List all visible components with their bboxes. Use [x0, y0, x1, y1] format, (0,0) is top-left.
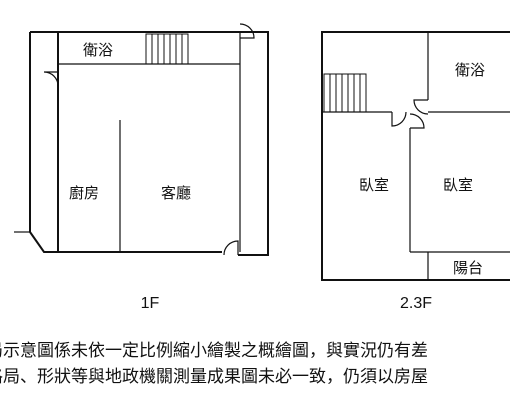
- floor-1-door-top: [239, 23, 255, 39]
- floor-23-plan: 衛浴 臥室 臥室 陽台 2.3F: [321, 31, 510, 312]
- floor-1-door-left: [43, 71, 59, 87]
- floor-1-outer-wall: [30, 31, 269, 256]
- floor-1-stairs: [145, 33, 189, 65]
- floor-1-living-room-label: 客廳: [161, 184, 191, 202]
- floor-1-kitchen-label: 廚房: [69, 184, 99, 202]
- floor-23-bedroom-left-label: 臥室: [359, 176, 389, 194]
- floor-23-bedroom-right-label: 臥室: [443, 176, 473, 194]
- disclaimer-line-1: 局示意圖係未依一定比例縮小繪製之概繪圖，與實況仍有差: [0, 341, 428, 361]
- floor-23-door-stair: [391, 111, 407, 127]
- floor-1-door-bottom: [223, 240, 239, 256]
- floor-23-title: 2.3F: [400, 295, 432, 312]
- floor-23-door-bathroom: [413, 99, 429, 115]
- floor-1-title: 1F: [141, 295, 160, 312]
- floor-23-door-bedroom: [409, 113, 425, 129]
- disclaimer-line-2: 格局、形狀等與地政機關測量成果圖未必一致，仍須以房屋: [0, 367, 428, 387]
- floor-1-left-wall: [29, 32, 59, 253]
- floor-1-bathroom-label: 衛浴: [83, 41, 113, 59]
- floor-plan-drawing: 衛浴 廚房 客廳 1F 衛浴 臥室 臥室 陽台: [14, 23, 510, 312]
- floor-23-outer-wall: [321, 31, 510, 281]
- floor-23-bathroom-label: 衛浴: [455, 61, 485, 79]
- floor-23-stairs: [323, 73, 367, 113]
- floor-1-plan: 衛浴 廚房 客廳 1F: [14, 23, 269, 312]
- floor-23-balcony-label: 陽台: [453, 259, 483, 277]
